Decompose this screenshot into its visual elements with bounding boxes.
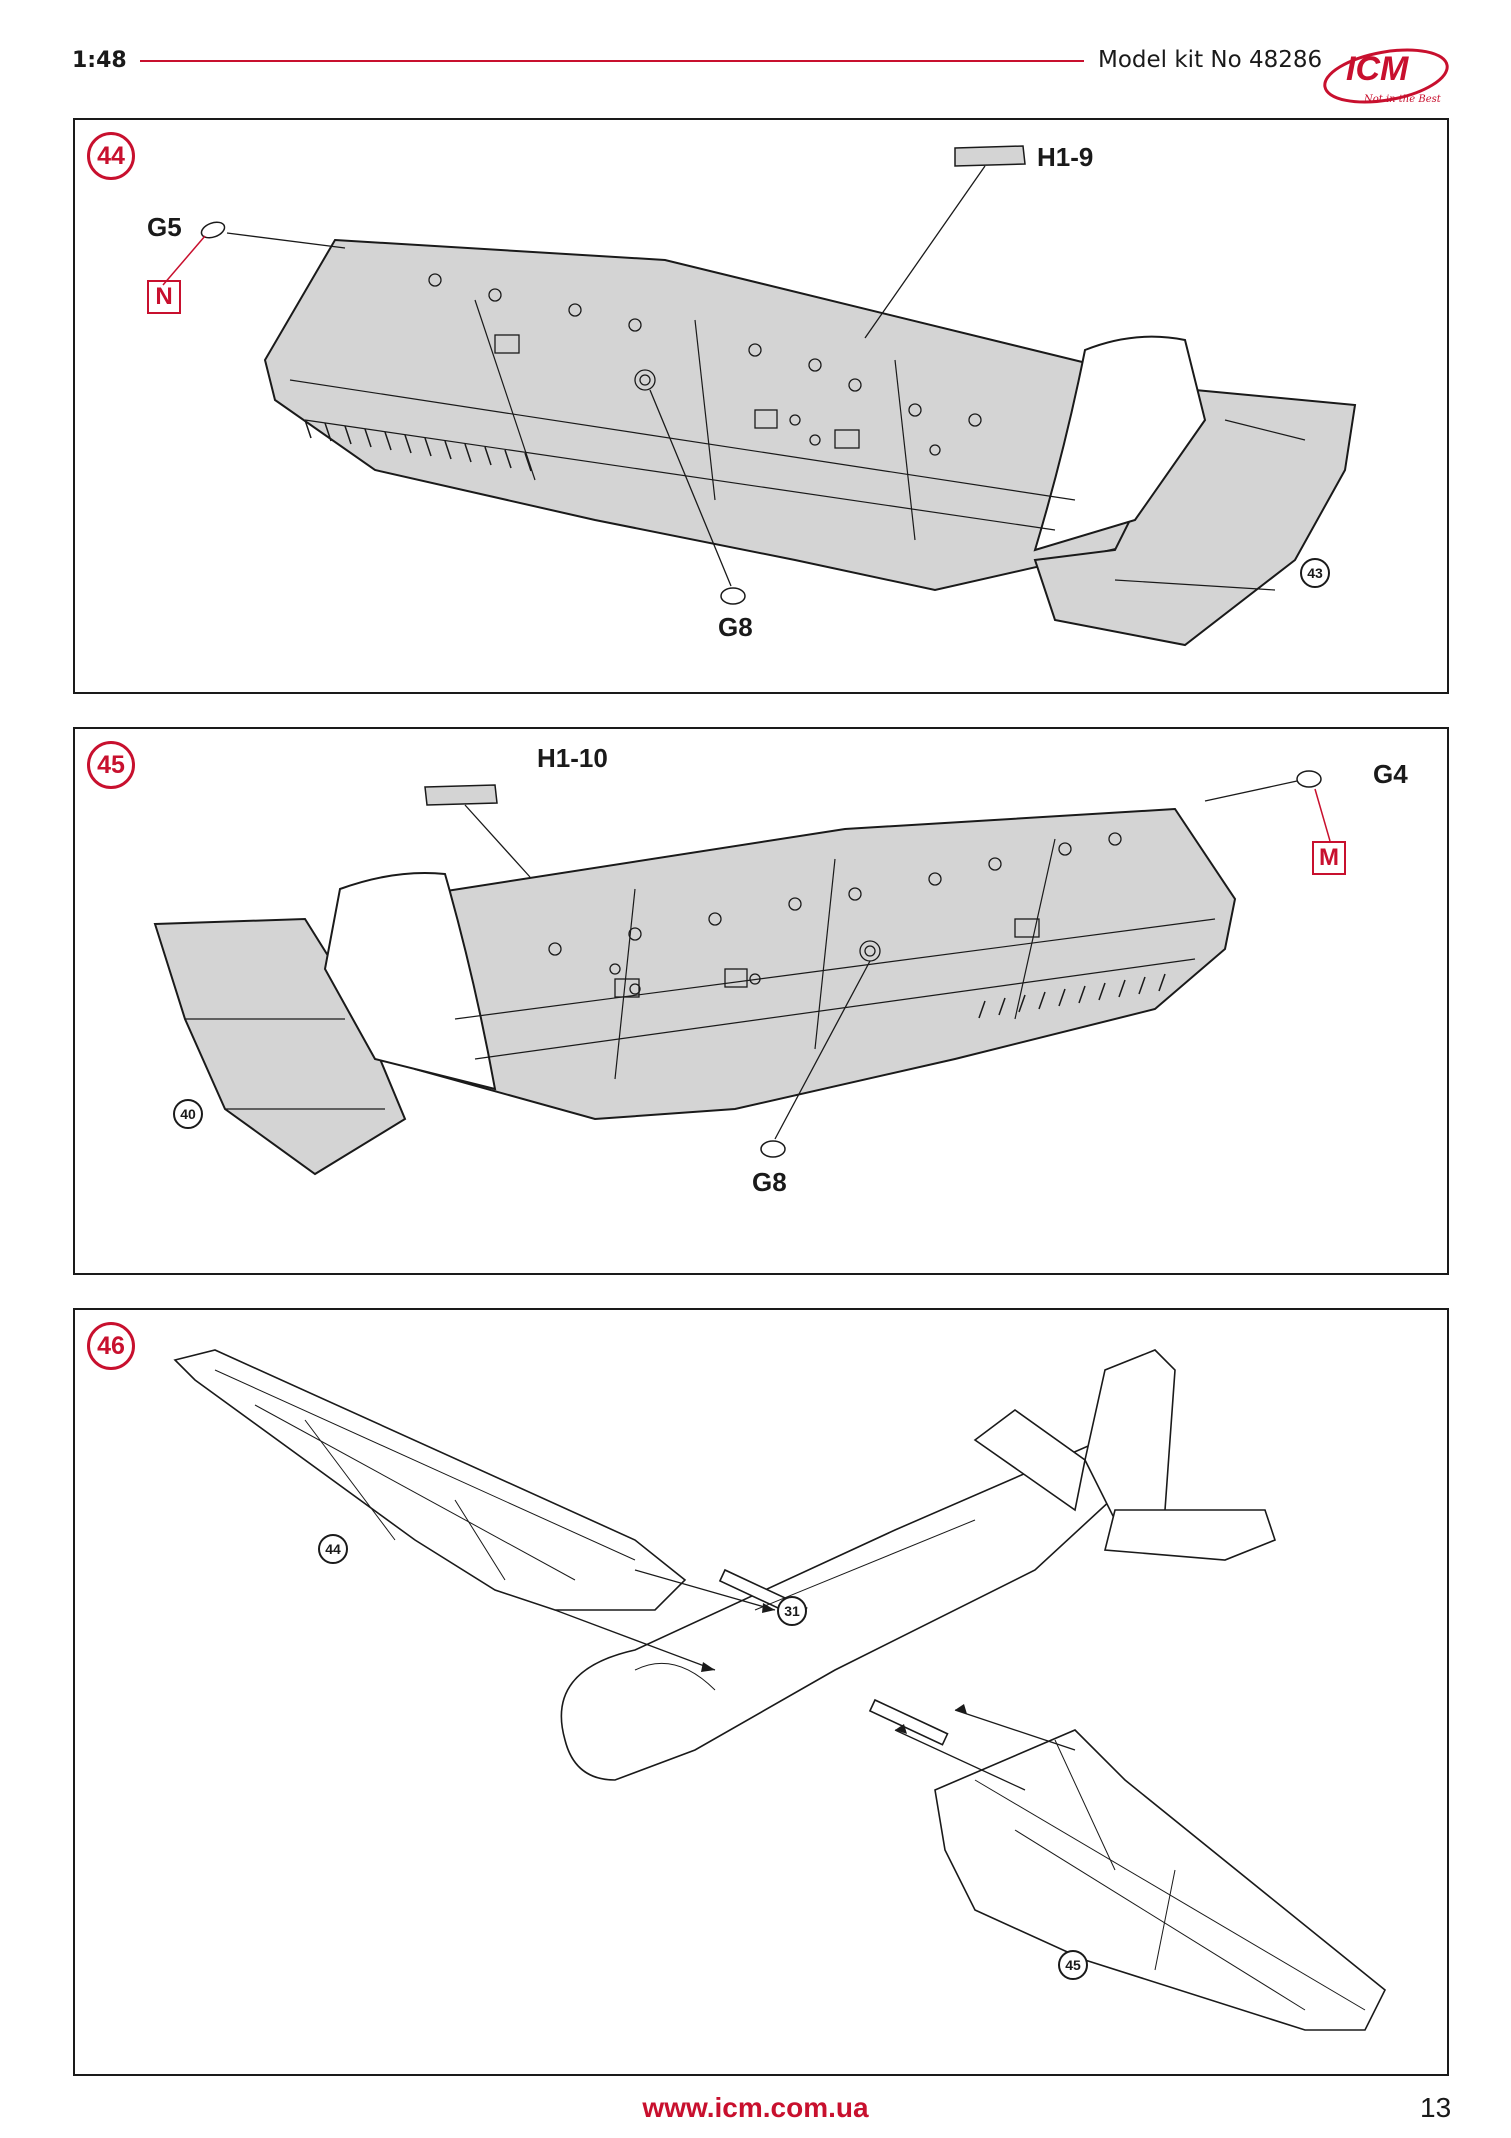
scale-label: 1:48: [72, 48, 127, 73]
part-label-g8: G8: [718, 612, 753, 642]
wing-underside-drawing: [162, 145, 1357, 647]
step-reference: 45: [1058, 1950, 1088, 1980]
paint-code-badge: N: [147, 280, 181, 314]
part-label-h1-9: H1-9: [1037, 142, 1094, 172]
step-reference: 44: [318, 1534, 348, 1564]
part-label-g4: G4: [1373, 759, 1408, 789]
website-link[interactable]: www.icm.com.ua: [642, 2092, 869, 2123]
step-44-panel: 44 G5 N H1-9 G8 43: [73, 118, 1449, 694]
step-number-badge: 44: [87, 132, 135, 180]
step-45-panel: 45 H1-10 G4 M G8 40: [73, 727, 1449, 1275]
wing-underside-drawing: [153, 770, 1331, 1176]
part-label-h1-10: H1-10: [537, 743, 608, 773]
step-reference: 43: [1300, 558, 1330, 588]
kit-number: Model kit No 48286: [1098, 47, 1323, 73]
icm-logo: ICM Not in the Best: [1323, 48, 1449, 105]
step-reference: 31: [777, 1596, 807, 1626]
step-number-badge: 45: [87, 741, 135, 789]
aircraft-assembly-drawing: [173, 1349, 1387, 2031]
header-rule: [140, 60, 1084, 62]
step-reference: 40: [173, 1099, 203, 1129]
part-label-g5: G5: [147, 212, 182, 242]
svg-text:ICM: ICM: [1346, 50, 1409, 88]
part-label-g8: G8: [752, 1167, 787, 1197]
step-46-panel: 46 44 31 45: [73, 1308, 1449, 2076]
svg-text:Not in the Best: Not in the Best: [1363, 94, 1442, 105]
paint-code-badge: M: [1312, 841, 1346, 875]
step-number-badge: 46: [87, 1322, 135, 1370]
page-number: 13: [1420, 2092, 1452, 2123]
